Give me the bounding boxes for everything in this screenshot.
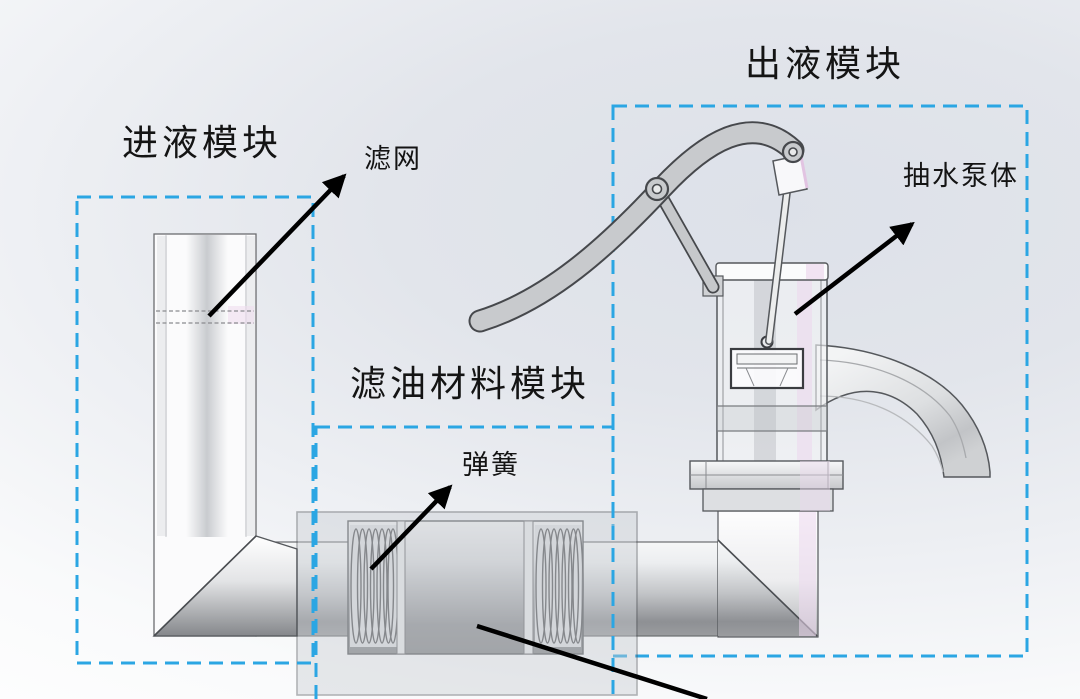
piston-rod xyxy=(765,154,809,345)
pump-spout xyxy=(815,344,991,478)
outlet-module-label: 出液模块 xyxy=(745,44,906,85)
outlet-elbow xyxy=(717,510,819,638)
spring-arrow xyxy=(369,484,453,571)
spring-label: 弹簧 xyxy=(462,450,520,481)
filter-canister xyxy=(296,511,638,696)
pump-flange xyxy=(689,460,844,512)
mesh-arrow xyxy=(207,173,347,318)
filter-mesh-label: 滤网 xyxy=(364,144,422,175)
inlet-module-label: 进液模块 xyxy=(122,123,283,164)
pump-piston xyxy=(729,335,805,390)
pump-body-label: 抽水泵体 xyxy=(903,161,1019,192)
handle-strut xyxy=(651,183,720,294)
inlet-elbow xyxy=(152,535,298,637)
pump-arrow xyxy=(793,221,915,316)
filter-module-label: 滤油材料模块 xyxy=(350,364,591,405)
filter-mesh-lines xyxy=(156,306,254,324)
outlet-module-box xyxy=(611,104,1029,658)
inlet-module-box xyxy=(75,195,315,665)
filter-module-box xyxy=(314,425,615,699)
left-spring xyxy=(350,525,399,647)
pivot-joints xyxy=(644,140,805,202)
right-spring xyxy=(535,525,584,647)
pump-body-group xyxy=(689,262,844,512)
pump-handle-group xyxy=(468,121,809,345)
bottom-annotation-line xyxy=(476,623,708,699)
annotation-arrows xyxy=(207,173,915,699)
